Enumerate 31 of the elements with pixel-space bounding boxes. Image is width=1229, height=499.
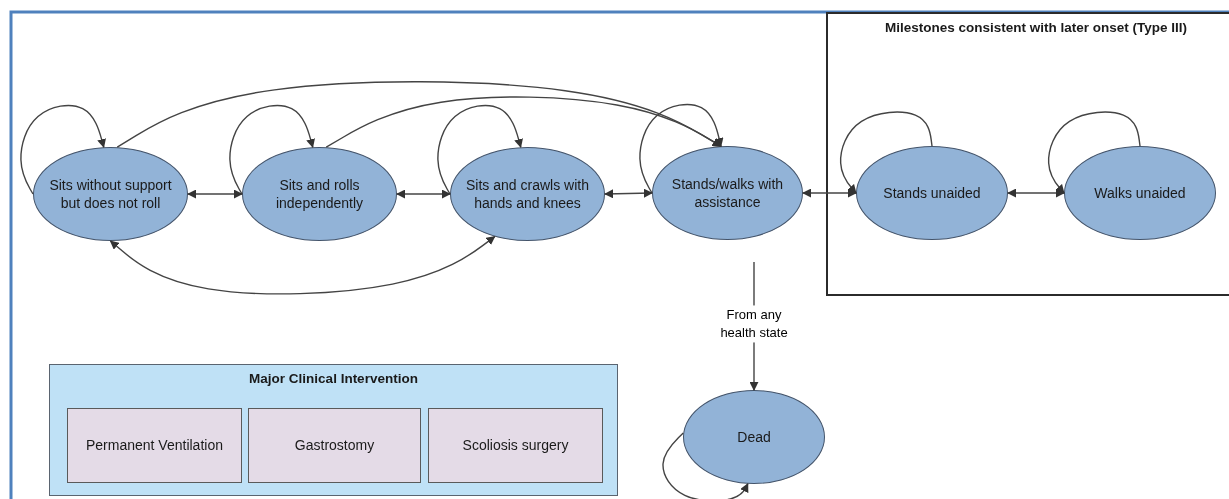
intervention-box: [428, 408, 603, 483]
arrow: [325, 96, 722, 148]
state-label: Stands unaided: [883, 183, 981, 203]
arrow: [109, 235, 496, 295]
self-loop-arrow: [662, 432, 749, 499]
self-loop-arrow: [20, 104, 106, 195]
panel-heading: Major Clinical Intervention: [249, 371, 418, 386]
intervention-label: Permanent Ventilation: [86, 436, 223, 455]
arrow: [1007, 188, 1065, 198]
self-loop-arrow: [437, 104, 523, 195]
state-label: Sits without support but does not roll: [48, 175, 173, 213]
state-label: Sits and crawls with hands and knees: [465, 175, 590, 213]
state-label: Stands/walks with assistance: [670, 174, 785, 212]
intervention-box: [67, 408, 242, 483]
intervention-box: [248, 408, 421, 483]
group-heading: Milestones consistent with later onset (Type III): [884, 20, 1188, 35]
arrow: [396, 189, 451, 199]
state-label: Sits and rolls independently: [274, 175, 365, 213]
arrow: [187, 189, 243, 199]
intervention-label: Gastrostomy: [294, 436, 375, 455]
group-box: [826, 12, 1229, 296]
self-loop-arrow: [839, 111, 933, 194]
state-label: Dead: [737, 427, 771, 447]
state-label: Walks unaided: [1094, 183, 1186, 203]
self-loop-arrow: [229, 104, 315, 195]
self-loop-arrow: [639, 103, 724, 194]
arrow: [802, 188, 857, 198]
arrow: [604, 188, 653, 199]
self-loop-arrow: [1047, 111, 1141, 194]
intervention-label: Scoliosis surgery: [462, 436, 569, 455]
panel: [49, 364, 618, 496]
